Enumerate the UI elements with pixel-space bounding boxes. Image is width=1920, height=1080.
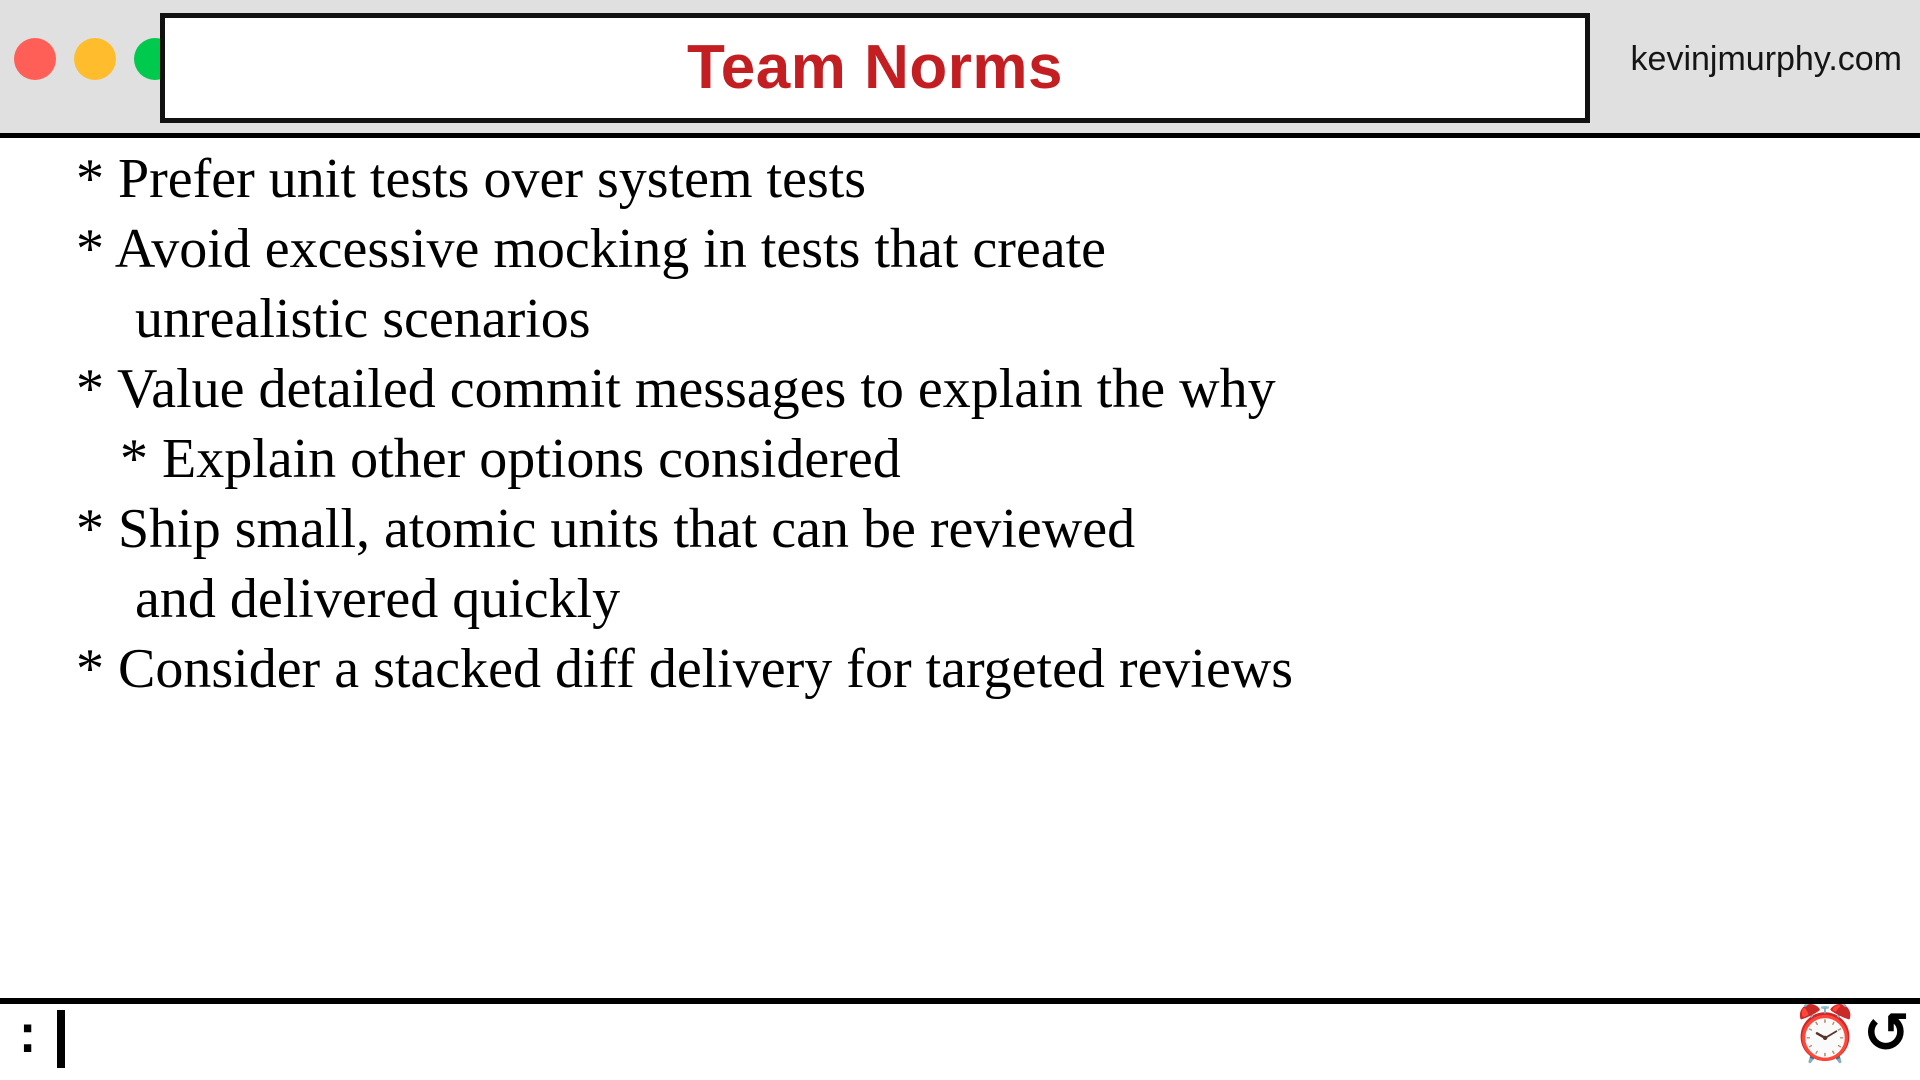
- list-item: * Value detailed commit messages to expl…: [76, 358, 1276, 420]
- list-item: * Ship small, atomic units that can be r…: [76, 498, 1136, 560]
- list-item-sub: * Explain other options considered: [120, 428, 901, 490]
- list-item: * Consider a stacked diff delivery for t…: [76, 638, 1294, 700]
- slide-content: * Prefer unit tests over system tests * …: [0, 138, 1920, 978]
- window-titlebar: Team Norms kevinjmurphy.com: [0, 0, 1920, 133]
- slide-title-box: Team Norms: [160, 13, 1590, 123]
- command-bar-divider: [0, 998, 1920, 1004]
- list-item: * Avoid excessive mocking in tests that …: [76, 218, 1107, 280]
- minimize-window-button[interactable]: [74, 38, 116, 80]
- list-item: * Prefer unit tests over system tests: [76, 148, 867, 210]
- prompt-colon: :: [12, 1009, 44, 1068]
- command-bar-icons: ⏰ ↺: [1792, 1006, 1910, 1062]
- list-item-continuation: and delivered quickly: [135, 568, 621, 630]
- window-controls: [14, 38, 176, 80]
- site-label: kevinjmurphy.com: [1630, 40, 1902, 78]
- rotate-counterclockwise-icon[interactable]: ↺: [1863, 1001, 1910, 1066]
- list-item-continuation: unrealistic scenarios: [135, 288, 591, 350]
- command-bar[interactable]: : ⏰ ↺: [0, 1004, 1920, 1080]
- page-title: Team Norms: [687, 33, 1063, 102]
- alarm-clock-icon[interactable]: ⏰: [1791, 1002, 1860, 1065]
- command-prompt[interactable]: :: [12, 1009, 66, 1068]
- close-window-button[interactable]: [14, 38, 56, 80]
- titlebar-divider: [0, 133, 1920, 138]
- bullet-list: * Prefer unit tests over system tests * …: [0, 144, 1920, 704]
- text-cursor: [57, 1010, 66, 1068]
